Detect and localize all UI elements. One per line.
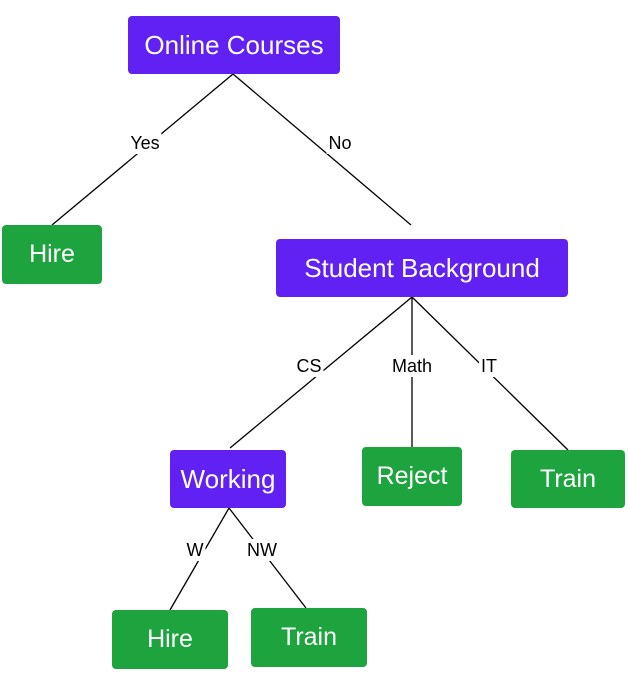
edge-label-nw: NW	[245, 539, 279, 561]
edge-label-no: No	[326, 132, 354, 154]
node-working: Working	[170, 450, 286, 508]
leaf-reject: Reject	[362, 447, 462, 506]
edge-label-w: W	[184, 539, 206, 561]
edge-label-math: Math	[389, 355, 435, 377]
edge-online-courses-no	[232, 73, 412, 226]
leaf-hire-working: Hire	[112, 610, 228, 669]
node-student-background: Student Background	[276, 239, 568, 297]
edge-label-it: IT	[479, 355, 499, 377]
leaf-hire: Hire	[2, 225, 102, 284]
edge-label-cs: CS	[294, 355, 324, 377]
edge-label-yes: Yes	[128, 132, 162, 154]
leaf-train: Train	[511, 450, 625, 508]
node-online-courses: Online Courses	[128, 16, 340, 74]
leaf-train-not-working: Train	[251, 608, 367, 667]
